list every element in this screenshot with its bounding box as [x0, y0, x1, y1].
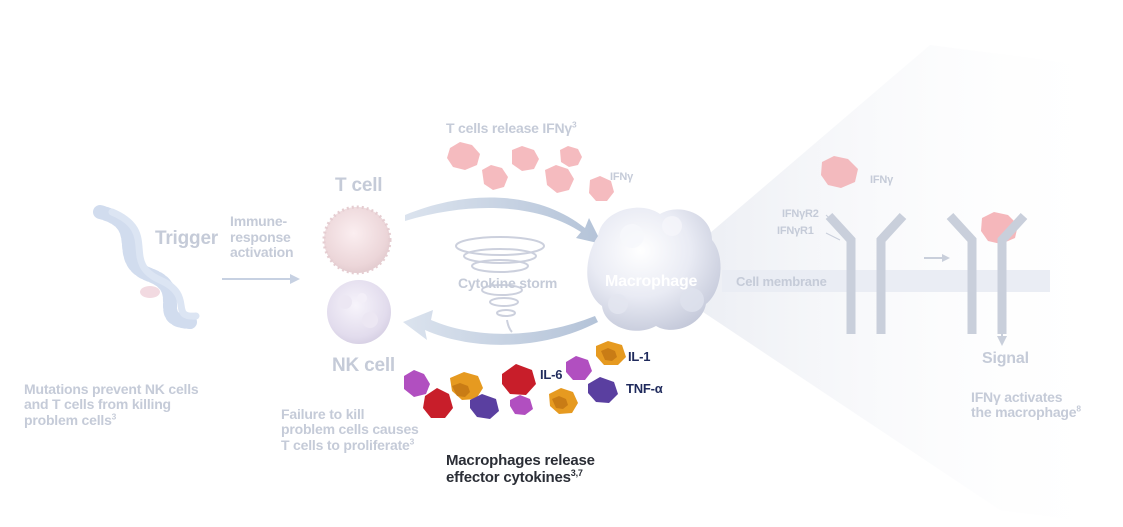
nk-cell-label: NK cell — [332, 355, 396, 376]
tnfa-label: TNF-α — [626, 381, 663, 396]
mutations-note: Mutations prevent NK cells and T cells f… — [24, 380, 199, 429]
immune-response-label: Immune- response activation — [230, 213, 294, 261]
t-cells-release-label: T cells release IFNγ3 — [446, 119, 577, 136]
cytokine-storm-label: Cytokine storm — [458, 275, 558, 291]
nk-cell-sphere — [327, 280, 391, 344]
ifn-gamma-molecules — [447, 142, 614, 201]
failure-note: Failure to kill problem cells causes T c… — [281, 405, 419, 454]
il6-label: IL-6 — [540, 367, 563, 382]
macrophage-blob — [587, 207, 721, 331]
cytokine-cluster — [404, 341, 626, 419]
macrophage-label: Macrophage — [605, 273, 698, 290]
arc-arrow-top — [405, 197, 602, 244]
signal-label: Signal — [982, 350, 1029, 367]
cell-membrane-label: Cell membrane — [736, 274, 827, 289]
trigger-label: Trigger — [155, 228, 219, 249]
inset-ifn-gamma-label: IFNγ — [870, 174, 894, 186]
ifn-gamma-label: IFNγ — [610, 171, 634, 183]
ifn-gamma-r2-label: IFNγR2 — [782, 208, 819, 220]
macrophages-release-label: Macrophages release effector cytokines3,… — [446, 451, 595, 486]
t-cell-label: T cell — [335, 175, 383, 196]
il1-label: IL-1 — [628, 349, 651, 364]
t-cell-sphere — [322, 205, 392, 275]
ifn-gamma-activates-note: IFNγ activates the macrophage8 — [971, 388, 1081, 421]
ifn-gamma-r1-label: IFNγR1 — [777, 225, 814, 237]
inset-ifn-gamma-free — [821, 156, 858, 188]
dna-trigger-icon — [93, 205, 200, 329]
cytokine-storm-icon — [455, 236, 545, 333]
arc-arrow-bottom — [403, 310, 598, 345]
